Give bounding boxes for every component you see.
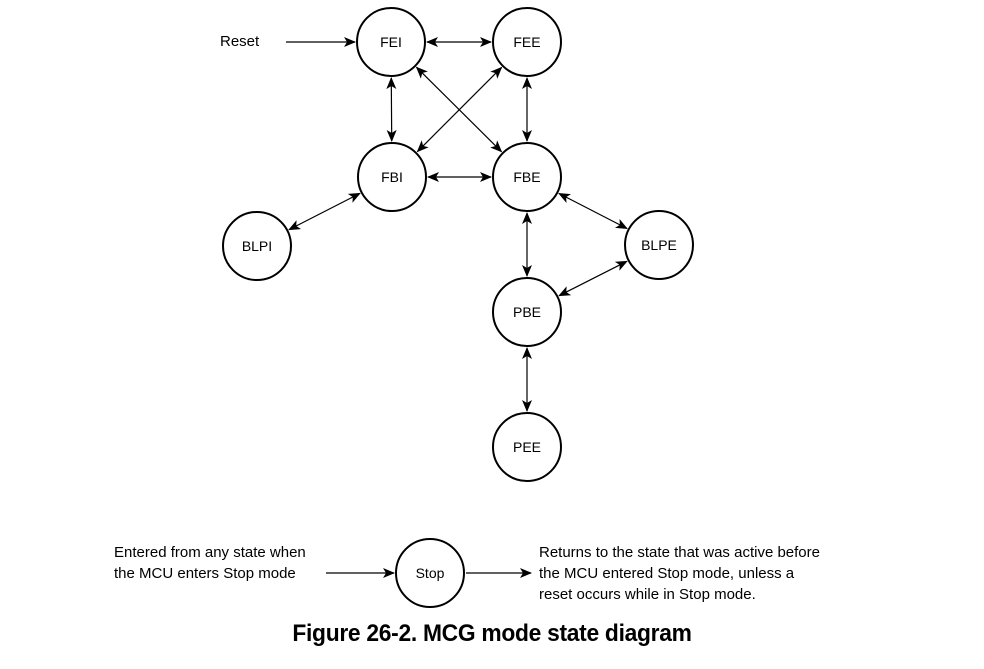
state-circle — [492, 7, 562, 77]
state-node-stop: Stop — [395, 538, 465, 608]
nodes-layer: FEI FEE FBI FBE BLPI BLPE PBE PEE Stop — [222, 7, 694, 608]
stop-entry-note: Entered from any state when the MCU ente… — [114, 542, 306, 584]
state-circle — [222, 211, 292, 281]
state-label: FEE — [513, 34, 540, 50]
state-label: PEE — [513, 439, 541, 455]
state-label: BLPE — [641, 237, 677, 253]
state-circle — [624, 210, 694, 280]
edge-blpe-pbe — [558, 260, 628, 297]
state-node-fei: FEI — [356, 7, 426, 77]
stop-entry-note-line: Entered from any state when — [114, 544, 306, 561]
reset-label: Reset — [220, 33, 260, 50]
state-circle — [356, 7, 426, 77]
state-label: FEI — [380, 34, 402, 50]
edge-fee-fbi — [416, 66, 503, 153]
state-node-fbe: FBE — [492, 142, 562, 212]
state-circle — [492, 142, 562, 212]
stop-return-note-line: the MCU entered Stop mode, unless a — [539, 565, 795, 582]
state-circle — [492, 277, 562, 347]
state-label: FBI — [381, 169, 403, 185]
edge-fbi-blpi — [288, 192, 361, 231]
state-label: Stop — [416, 565, 445, 581]
stop-return-note-line: reset occurs while in Stop mode. — [539, 586, 756, 603]
figure-caption: Figure 26-2. MCG mode state diagram — [292, 620, 692, 647]
state-circle — [492, 412, 562, 482]
stop-return-note: Returns to the state that was active bef… — [539, 542, 820, 605]
state-label: FBE — [513, 169, 540, 185]
stop-entry-note-line: the MCU enters Stop mode — [114, 565, 296, 582]
state-node-fbi: FBI — [357, 142, 427, 212]
state-node-blpe: BLPE — [624, 210, 694, 280]
stop-return-note-line: Returns to the state that was active bef… — [539, 544, 820, 561]
state-circle — [395, 538, 465, 608]
state-node-fee: FEE — [492, 7, 562, 77]
state-node-pbe: PBE — [492, 277, 562, 347]
edges-layer — [286, 37, 628, 578]
state-label: PBE — [513, 304, 541, 320]
state-node-blpi: BLPI — [222, 211, 292, 281]
state-label: BLPI — [242, 238, 272, 254]
edge-fbe-blpe — [558, 192, 628, 230]
state-circle — [357, 142, 427, 212]
state-node-pee: PEE — [492, 412, 562, 482]
